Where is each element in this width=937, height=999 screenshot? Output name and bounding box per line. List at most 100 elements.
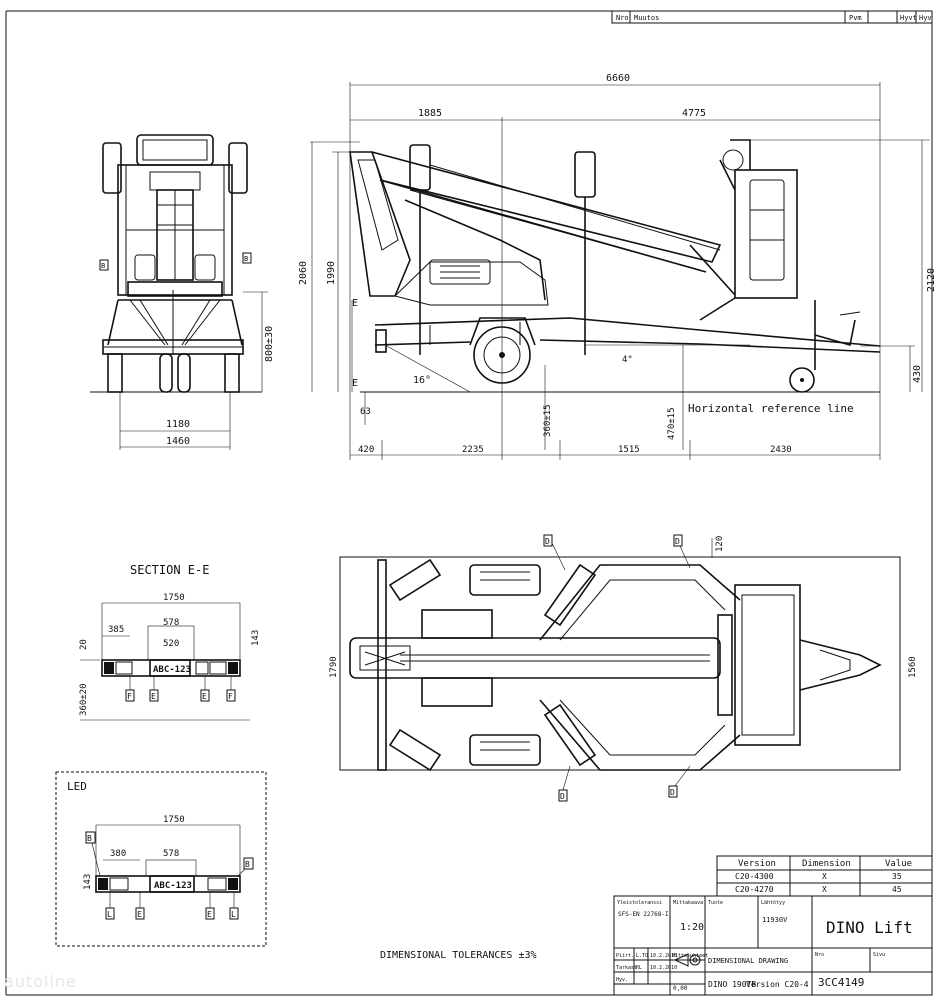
section-dim-1750: 1750 — [163, 593, 185, 603]
section-dim-360: 360±20 — [79, 683, 89, 716]
tb-drawn-name: L.TO — [636, 953, 648, 959]
tb-tolerance-label: Yleistoleranssi — [617, 900, 662, 906]
side-section-marker-top: E — [352, 298, 358, 309]
side-dim-1515: 1515 — [618, 445, 640, 455]
top-dim-120: 120 — [715, 536, 725, 552]
led-title: LED — [67, 780, 87, 793]
led-side-marker-left: B — [87, 834, 92, 843]
section-marker-1: F — [127, 692, 132, 701]
led-marker-3: E — [207, 910, 212, 919]
led-marker-4: L — [231, 910, 236, 919]
section-marker-2: E — [151, 692, 156, 701]
version-header-value: Value — [885, 859, 912, 869]
rev-col-date: Pvm — [849, 14, 862, 22]
tb-tolerance-value: SFS-EN 22768-I — [618, 911, 669, 918]
side-dim-470: 470±15 — [667, 407, 677, 440]
side-dim-2060: 2060 — [298, 261, 309, 285]
side-view: 6660 1885 4775 2060 1990 2120 430 — [298, 73, 937, 460]
side-dim-420: 420 — [358, 445, 374, 455]
title-block: Yleistoleranssi SFS-EN 22768-I Mittakaav… — [613, 895, 933, 996]
tb-approved-label: Hyv. — [616, 977, 628, 983]
tb-company: DINO Lift — [826, 918, 913, 937]
side-dim-1990: 1990 — [326, 261, 337, 285]
top-marker-d-2: D — [675, 537, 680, 546]
revision-header: Nro Muutos Pvm Hyvt Hyv — [611, 10, 933, 24]
side-dim-6660: 6660 — [606, 73, 630, 84]
tb-drawing-number: 3CC4149 — [818, 976, 864, 989]
side-angle-4: 4° — [622, 355, 633, 365]
tb-checked-name: PL — [636, 965, 642, 971]
tb-page-label: Sivu — [873, 952, 885, 958]
rear-view: B B 800±30 1180 1460 — [90, 134, 275, 450]
section-dim-20: 20 — [79, 639, 89, 650]
led-dim-143: 143 — [83, 874, 93, 890]
top-dim-1790: 1790 — [329, 656, 339, 678]
section-dim-578: 578 — [163, 618, 179, 628]
tb-sheet-value: 0,00 — [673, 985, 688, 992]
tb-drawn-label: Piirt. — [616, 953, 634, 959]
side-dim-430: 430 — [912, 365, 923, 383]
section-dim-520: 520 — [163, 639, 179, 649]
version-table: Version Dimension Value C20-4300 X 35 C2… — [716, 855, 933, 897]
led-view: LED 1750 380 578 143 ABC-123 B B L E E — [55, 771, 267, 947]
side-dim-1885: 1885 — [418, 108, 442, 119]
top-marker-d-3: D — [560, 792, 565, 801]
rear-dim-1460: 1460 — [166, 436, 190, 447]
tb-finish-value: 11930V — [762, 916, 788, 924]
tb-drawing-type: DIMENSIONAL DRAWING — [708, 957, 788, 965]
led-marker-1: L — [107, 910, 112, 919]
tb-scale-value: 1:20 — [680, 922, 704, 933]
led-dim-1750: 1750 — [163, 815, 185, 825]
led-marker-2: E — [137, 910, 142, 919]
rev-col-approved: Hyvt — [900, 14, 917, 22]
version-header-version: Version — [738, 859, 776, 869]
tb-material-label: Tuote — [708, 900, 723, 906]
top-view: 1790 1560 120 — [329, 534, 918, 802]
top-dim-1560: 1560 — [908, 656, 918, 678]
version-row-2-version: C20-4270 — [735, 885, 774, 894]
tb-finish-label: Lähtötyy — [761, 900, 785, 906]
rear-marker-b-left: B — [101, 262, 105, 270]
tb-version-label: Version C20-4 — [746, 980, 809, 989]
watermark-text: autoline — [4, 972, 77, 991]
version-header-dimension: Dimension — [802, 859, 851, 869]
side-dim-360: 360±15 — [543, 404, 553, 437]
tb-checked-label: Tarkast. — [616, 965, 640, 971]
section-dim-385: 385 — [108, 625, 124, 635]
side-dim-2235: 2235 — [462, 445, 484, 455]
version-row-1-dimension: X — [822, 872, 827, 881]
drawing-frame — [5, 10, 933, 996]
side-section-marker-bottom: E — [352, 378, 358, 389]
section-license-plate: ABC-123 — [153, 665, 191, 675]
led-license-plate: ABC-123 — [154, 881, 192, 891]
side-dim-2120: 2120 — [926, 268, 937, 292]
rev-col-approved-2: Hyv — [919, 14, 932, 22]
section-ee-view: SECTION E-E 1750 385 578 520 20 143 360±… — [79, 563, 261, 721]
rev-col-no: Nro — [616, 14, 629, 22]
rear-dim-800: 800±30 — [264, 326, 275, 362]
top-marker-d-4: D — [670, 788, 675, 797]
version-row-2-value: 45 — [892, 885, 902, 894]
side-angle-16: 16° — [413, 375, 431, 386]
side-dim-4775: 4775 — [682, 108, 706, 119]
tb-number-label: Nro — [815, 952, 824, 958]
led-side-marker-right: B — [245, 860, 250, 869]
led-dim-380: 380 — [110, 849, 126, 859]
section-marker-4: F — [228, 692, 233, 701]
tb-sheet-label: Mittasuhteet — [672, 953, 708, 959]
section-ee-title: SECTION E-E — [130, 563, 209, 577]
section-marker-3: E — [202, 692, 207, 701]
side-dim-2430: 2430 — [770, 445, 792, 455]
tb-drawn-date: 10.2.2010 — [650, 953, 677, 959]
tb-scale-label: Mittakaava — [673, 900, 703, 906]
section-dim-143: 143 — [251, 630, 261, 646]
side-dim-63: 63 — [360, 407, 371, 417]
side-reference-line-label: Horizontal reference line — [688, 402, 854, 415]
version-row-1-version: C20-4300 — [735, 872, 774, 881]
top-marker-d-1: D — [545, 537, 550, 546]
tb-checked-date: 10.2.2010 — [650, 965, 677, 971]
led-dim-578: 578 — [163, 849, 179, 859]
rev-col-change: Muutos — [634, 14, 659, 22]
rear-dim-1180: 1180 — [166, 419, 190, 430]
